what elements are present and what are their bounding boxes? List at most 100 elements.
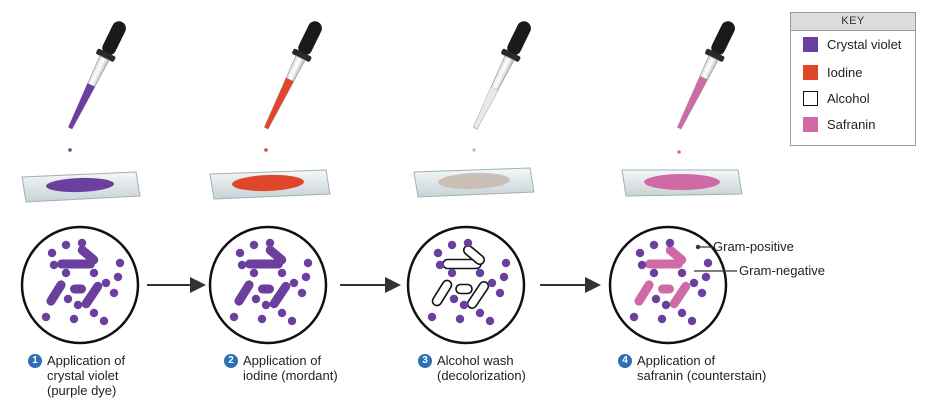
coccus <box>649 268 659 278</box>
coccus <box>229 312 239 322</box>
gram-positive-rod <box>46 280 66 306</box>
coccus <box>475 308 485 318</box>
coccus <box>89 268 99 278</box>
coccus <box>277 308 287 318</box>
coccus <box>257 314 267 324</box>
step-3-dropper <box>472 21 531 152</box>
coccus <box>61 240 71 250</box>
step-4-caption: 4 Application of safranin (counterstain) <box>618 353 798 387</box>
step-1-caption: 1 Application of crystal violet (purple … <box>28 353 178 401</box>
key-item-label: Safranin <box>827 117 876 132</box>
coccus <box>101 278 111 288</box>
coccus <box>665 238 675 248</box>
coccus <box>115 258 125 268</box>
gram-positive-rod <box>265 245 287 265</box>
gram-negative-rod <box>455 283 473 295</box>
step-1-bacteria-circle <box>20 225 140 345</box>
coccus <box>501 258 511 268</box>
coccus <box>495 288 505 298</box>
step-4-bacteria-circle <box>608 225 728 345</box>
coccus <box>661 300 671 310</box>
step-4-caption-text: Application of safranin (counterstain) <box>637 353 767 383</box>
step-3-slide <box>413 167 535 198</box>
coccus <box>249 240 259 250</box>
coccus <box>651 294 661 304</box>
gram-positive-rod <box>665 245 687 265</box>
step-2-dropper <box>263 21 322 152</box>
gram-positive-rod <box>669 281 691 309</box>
coccus <box>475 268 485 278</box>
alcohol-swatch <box>803 91 818 106</box>
coccus <box>447 240 457 250</box>
coccus <box>449 294 459 304</box>
gram-negative-label: Gram-negative <box>739 263 825 278</box>
key-item-label: Alcohol <box>827 91 870 106</box>
coccus <box>703 258 713 268</box>
coccus <box>649 240 659 250</box>
coccus <box>455 314 465 324</box>
coccus <box>99 316 109 326</box>
key-legend: KEY Crystal violet Iodine Alcohol Safran… <box>790 12 916 146</box>
gram-negative-rod <box>245 259 283 269</box>
coccus <box>113 272 123 282</box>
step-3-caption-text: Alcohol wash (decolorization) <box>437 353 526 383</box>
coccus <box>485 316 495 326</box>
coccus <box>237 260 247 270</box>
crystal-violet-swatch <box>803 37 818 52</box>
gram-positive-label: Gram-positive <box>713 239 794 254</box>
step-2-caption: 2 Application of iodine (mordant) <box>224 353 374 387</box>
coccus <box>499 272 509 282</box>
coccus <box>251 294 261 304</box>
gram-positive-rod <box>81 281 103 309</box>
coccus <box>435 260 445 270</box>
coccus <box>265 238 275 248</box>
coccus <box>487 278 497 288</box>
coccus <box>89 308 99 318</box>
coccus <box>235 248 245 258</box>
coccus <box>297 288 307 298</box>
step-4-dropper <box>676 21 735 154</box>
coccus <box>637 260 647 270</box>
step-4-slide <box>621 169 743 197</box>
coccus <box>289 278 299 288</box>
gram-negative-rod <box>645 259 683 269</box>
gram-negative-rod <box>658 284 674 294</box>
coccus <box>687 316 697 326</box>
gram-positive-rod <box>462 244 486 266</box>
coccus <box>47 248 57 258</box>
gram-positive-rod <box>269 281 291 309</box>
coccus <box>77 238 87 248</box>
iodine-swatch <box>803 65 818 80</box>
coccus <box>427 312 437 322</box>
gram-positive-rod <box>466 280 490 310</box>
gram-positive-rod <box>77 245 99 265</box>
coccus <box>689 278 699 288</box>
step-2-bacteria-circle <box>208 225 328 345</box>
coccus <box>61 268 71 278</box>
coccus <box>463 238 473 248</box>
gram-negative-rod <box>57 259 95 269</box>
coccus <box>41 312 51 322</box>
coccus <box>701 272 711 282</box>
gram-negative-rod <box>70 284 86 294</box>
coccus <box>459 300 469 310</box>
step-1-slide <box>21 171 141 203</box>
step-2-number-badge: 2 <box>224 354 238 368</box>
step-1-number-badge: 1 <box>28 354 42 368</box>
coccus <box>433 248 443 258</box>
step-4-number-badge: 4 <box>618 354 632 368</box>
key-title: KEY <box>791 13 915 31</box>
gram-positive-leader-dot <box>695 244 701 250</box>
gram-positive-rod <box>431 279 453 307</box>
coccus <box>69 314 79 324</box>
safranin-swatch <box>803 117 818 132</box>
gram-positive-rod <box>234 280 254 306</box>
coccus <box>303 258 313 268</box>
step-2-slide <box>209 169 331 200</box>
coccus <box>629 312 639 322</box>
gram-negative-rod <box>258 284 274 294</box>
gram-positive-rod <box>634 280 654 306</box>
coccus <box>63 294 73 304</box>
step-3-number-badge: 3 <box>418 354 432 368</box>
